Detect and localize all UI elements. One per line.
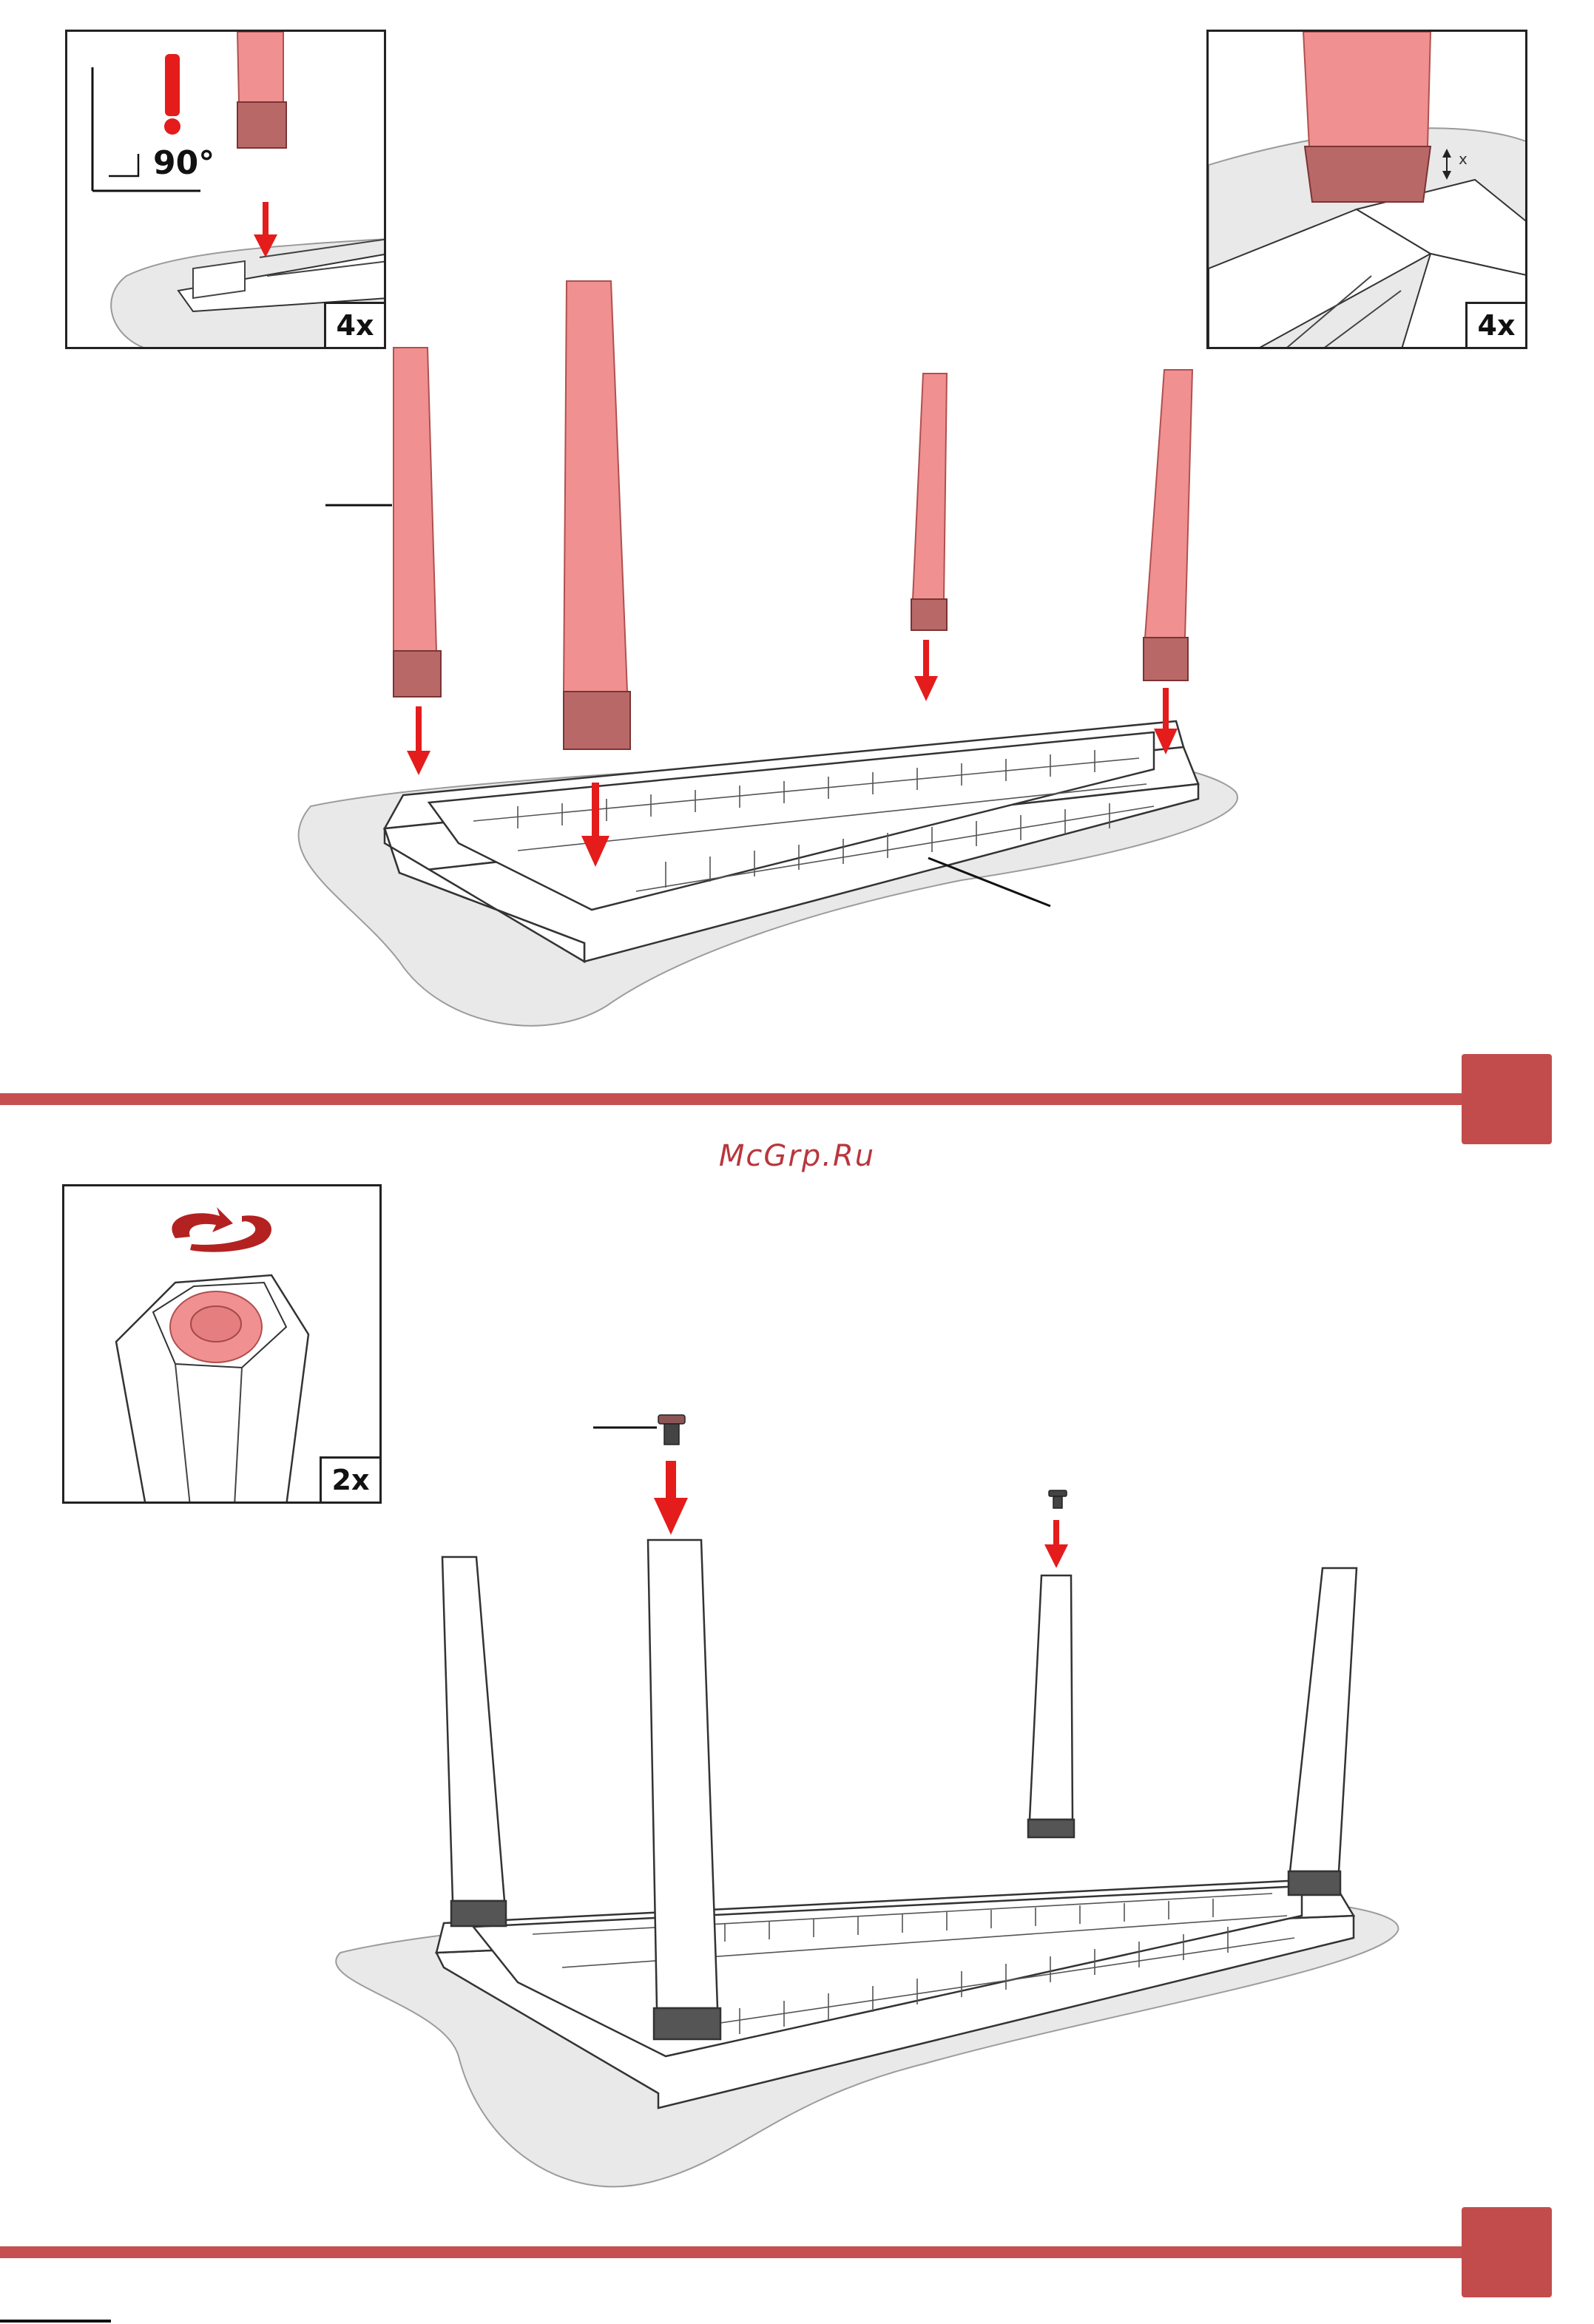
table-leg-2 [648, 1540, 720, 2039]
rotate-icon [172, 1207, 233, 1238]
arrow-icon [1044, 1520, 1068, 1568]
down-arrows [654, 1461, 1068, 1568]
screws [658, 1415, 1067, 1508]
step-marker-2 [1462, 2207, 1552, 2297]
step2-inset: 2x [62, 1184, 382, 1504]
arrow-icon [654, 1461, 688, 1535]
screw-icon [1049, 1490, 1067, 1508]
quantity-badge: 2x [320, 1456, 379, 1502]
table-leg-3 [1028, 1575, 1074, 1837]
section-divider-2 [0, 2246, 1509, 2258]
footer-rule [0, 2320, 111, 2323]
table-leg-4 [1289, 1568, 1357, 1895]
screw-icon [658, 1415, 685, 1445]
table-leg-1 [442, 1557, 506, 1926]
